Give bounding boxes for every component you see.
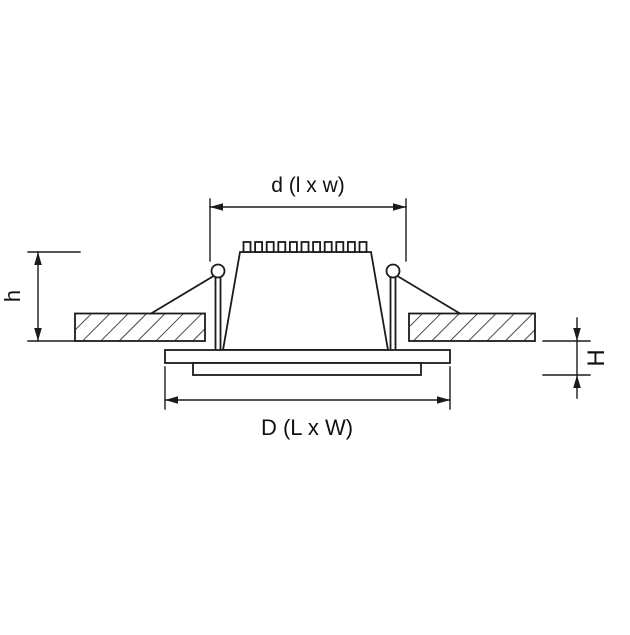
arrow-up-icon (34, 252, 42, 265)
lamp-body (221, 251, 390, 351)
ceiling-panel-right (408, 312, 536, 342)
fin (242, 241, 252, 253)
fin (323, 241, 333, 253)
top-dimension-label: d (l x w) (271, 174, 345, 197)
trim-ring (164, 349, 451, 376)
bottom-dimension-label: D (L x W) (261, 415, 353, 440)
fin (277, 241, 287, 253)
fin (300, 241, 310, 253)
clip-arm-right (395, 274, 462, 315)
trim-ring-lower (192, 362, 422, 376)
fin (312, 241, 322, 253)
arrow-down-icon (573, 328, 581, 341)
trim-ring-upper (164, 349, 451, 364)
arrow-left-icon (165, 396, 178, 404)
spring-clip-right (385, 263, 462, 351)
clip-arm-left (149, 274, 216, 315)
heatsink-fins (242, 241, 368, 253)
fin (358, 241, 368, 253)
spring-clip-left (149, 263, 226, 351)
fin (265, 241, 275, 253)
fin (288, 241, 298, 253)
arrow-down-icon (34, 328, 42, 341)
arrow-left-icon (210, 203, 223, 211)
arrow-right-icon (437, 396, 450, 404)
left-dimension-label: h (0, 290, 25, 302)
right-dimension-label: H (583, 349, 610, 366)
fin (346, 241, 356, 253)
fin (335, 241, 345, 253)
dimension-top (209, 198, 407, 262)
dimension-left (27, 251, 81, 342)
clip-pivot-right (385, 263, 401, 279)
dimension-arrows (34, 203, 581, 404)
arrow-right-icon (393, 203, 406, 211)
dimension-bottom (164, 366, 451, 410)
arrow-up-icon (573, 375, 581, 388)
fin (254, 241, 264, 253)
clip-pivot-left (210, 263, 226, 279)
ceiling-panel-left (74, 312, 206, 342)
diagram-linework (27, 198, 591, 410)
